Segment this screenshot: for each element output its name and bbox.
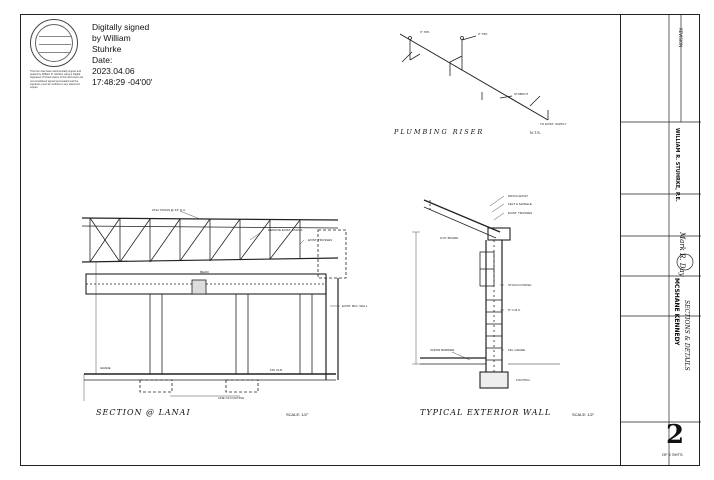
plumbing-note: 2" STK. (478, 32, 489, 36)
lanai-scale: SCALE: 1/2" (286, 412, 309, 417)
digital-signature-block: Digitally signed by William Stuhrke Date… (92, 22, 152, 88)
engineer-seal (30, 19, 78, 67)
plumbing-note: STUBOUT (514, 92, 529, 96)
section-lanai-caption: SECTION @ LANAI (96, 408, 191, 417)
revision-label: REVISION (678, 28, 683, 48)
wall-note: FELT & SHINGLE (508, 202, 532, 206)
wall-note: VAPOR BARRIER (430, 348, 455, 352)
wall-note: EXIST. TRUSSES (508, 211, 533, 215)
sheet-title: SECTIONS & DETAILS (683, 300, 690, 371)
signature-date: 2023.04.06 (92, 66, 135, 76)
plumbing-scale: N.T.S. (530, 130, 541, 135)
section-lanai-drawing (81, 210, 347, 401)
signature-time: 17:48:29 -04'00' (92, 77, 153, 87)
seal-line (39, 44, 71, 45)
wall-scale: SCALE: 1/2" (572, 412, 595, 417)
drawing-sheet-border (20, 14, 700, 466)
title-block-signature: Mark R. Day (678, 232, 686, 277)
plumbing-note: TO EXIST. SUPPLY (540, 122, 567, 126)
wall-note: GYP. BOARD (440, 236, 459, 240)
lanai-note: EXIST. BLK. WALL (342, 304, 368, 308)
plumbing-note: 3" STK. (420, 30, 431, 34)
lanai-note: 2X12 TRUSS @ 24" O.C. (152, 208, 187, 212)
engineer-seal-inner-ring (35, 24, 73, 62)
wall-note: STUCCO FINISH (508, 283, 532, 287)
lanai-note: LINE OF FOOTING (218, 396, 245, 400)
seal-line (39, 52, 71, 53)
signature-disclaimer: This item has been electronically signed… (30, 70, 84, 90)
plumbing-riser-drawing (399, 33, 549, 121)
signature-line: by William (92, 33, 131, 43)
wall-note: 8" C.M.U. (508, 308, 521, 312)
seal-line (39, 36, 71, 37)
title-block-grid (621, 14, 701, 466)
lanai-note: REMOVE EXIST. FASCIA (268, 228, 303, 232)
plumbing-riser-caption: PLUMBING RISER (394, 128, 485, 136)
signature-line: Date: (92, 55, 113, 65)
wall-note: FOOTING (516, 378, 530, 382)
title-block (620, 14, 701, 466)
lanai-note: GRADE (100, 366, 111, 370)
wall-note: MATCH EXIST. (508, 194, 529, 198)
project-name: MCSHANE KENNEDY (673, 278, 680, 346)
lanai-note: EXIST. TRUSSES (308, 238, 333, 242)
lanai-note: FIN. FLR. (270, 368, 284, 372)
signature-line: Stuhrke (92, 44, 122, 54)
exterior-wall-caption: TYPICAL EXTERIOR WALL (420, 408, 552, 417)
sheet-count: OF 2 SHTS (662, 452, 683, 457)
typical-exterior-wall-drawing (412, 195, 560, 389)
lanai-note: BEAM (200, 270, 209, 274)
signature-line: Digitally signed (92, 22, 150, 32)
engineer-name: WILLIAM R. STUHRKE, P.E. (674, 128, 680, 202)
wall-note: FIN. GRADE (508, 348, 526, 352)
sheet-number: 2 (666, 420, 685, 450)
